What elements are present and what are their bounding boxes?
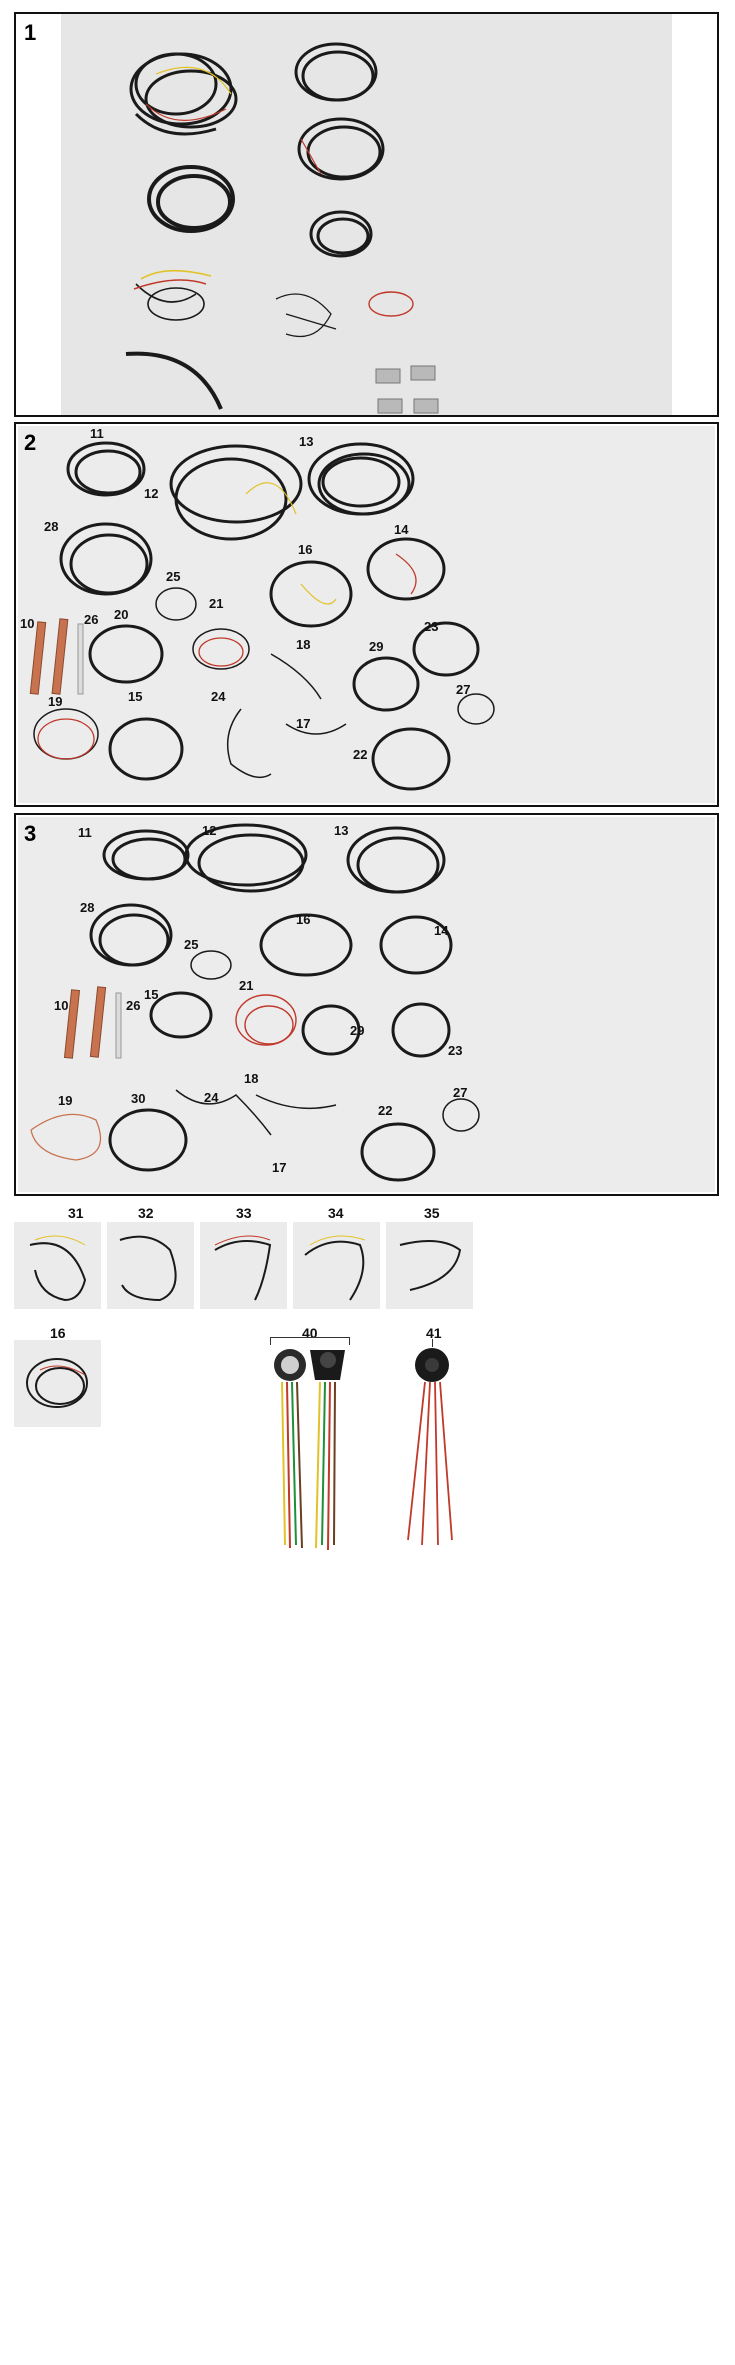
label-14: 14 [394, 522, 409, 537]
label-21: 21 [209, 596, 224, 611]
label-28: 28 [44, 519, 59, 534]
label-21: 21 [239, 978, 254, 993]
label-23: 23 [448, 1043, 463, 1058]
label-29: 29 [350, 1023, 365, 1038]
label-15: 15 [144, 987, 159, 1002]
label-11: 11 [90, 426, 104, 441]
label-14: 14 [434, 923, 449, 938]
label-28: 28 [80, 900, 95, 915]
label-12: 12 [144, 486, 159, 501]
label-29: 29 [369, 639, 384, 654]
label-19: 19 [48, 694, 63, 709]
label-22: 22 [353, 747, 368, 762]
thumb-label-34: 34 [328, 1205, 344, 1221]
thumb-label-32: 32 [138, 1205, 154, 1221]
label-20: 20 [114, 607, 129, 622]
connector-label-41: 41 [426, 1325, 442, 1341]
label-10: 10 [20, 616, 35, 631]
label-25: 25 [184, 937, 199, 952]
label-13: 13 [299, 434, 314, 449]
label-24: 24 [211, 689, 226, 704]
label-18: 18 [296, 637, 311, 652]
panel-number: 2 [24, 430, 37, 455]
panel-2-photo [18, 426, 715, 803]
label-15: 15 [128, 689, 143, 704]
thumb-label-33: 33 [236, 1205, 252, 1221]
panel-2-harness-illustration [29, 441, 495, 791]
panel-1-harness-illustration [125, 42, 439, 414]
label-16: 16 [298, 542, 313, 557]
panel-3-harness-illustration [30, 823, 480, 1182]
thumb-label-35: 35 [424, 1205, 440, 1221]
label-11: 11 [78, 825, 92, 840]
label-27: 27 [453, 1085, 468, 1100]
thumbnail-32 [107, 1222, 194, 1309]
label-16: 16 [296, 912, 311, 927]
label-17: 17 [296, 716, 311, 731]
label-27: 27 [456, 682, 471, 697]
panel-number: 3 [24, 821, 37, 846]
label-17: 17 [272, 1160, 287, 1175]
label-22: 22 [378, 1103, 393, 1118]
label-12: 12 [202, 823, 217, 838]
label-19: 19 [58, 1093, 73, 1108]
thumbnail-35 [386, 1222, 473, 1309]
label-13: 13 [334, 823, 349, 838]
connector-41-tick [432, 1339, 433, 1347]
label-10: 10 [54, 998, 69, 1013]
thumb-label-16: 16 [50, 1325, 66, 1341]
label-23: 23 [424, 619, 439, 634]
panel-3: 3 [14, 813, 719, 1196]
label-30: 30 [131, 1091, 146, 1106]
panel-number: 1 [24, 20, 37, 45]
label-24: 24 [204, 1090, 219, 1105]
panel-1: 1 [14, 12, 719, 417]
label-18: 18 [244, 1071, 259, 1086]
label-25: 25 [166, 569, 181, 584]
panel-2: 2 [14, 422, 719, 807]
label-26: 26 [84, 612, 99, 627]
thumb-label-31: 31 [68, 1205, 84, 1221]
connector-40-bracket [270, 1337, 350, 1345]
label-26: 26 [126, 998, 141, 1013]
